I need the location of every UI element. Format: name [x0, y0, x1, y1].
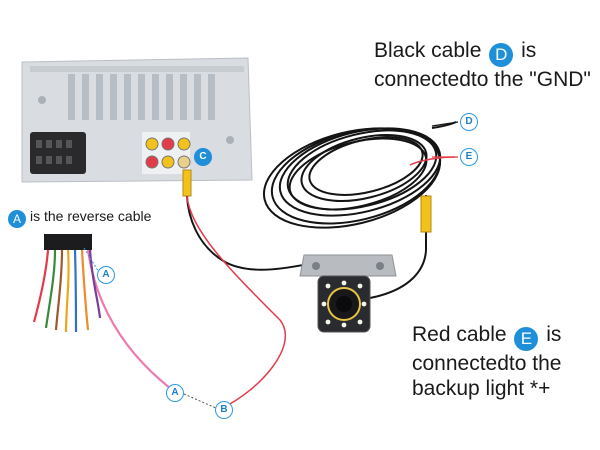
- video-cable-headunit: [182, 169, 331, 409]
- iso-connector: [30, 132, 86, 174]
- coiled-cable: [262, 121, 457, 229]
- red-cable-suffix: is: [546, 323, 562, 346]
- red-cable-line3: backup light *+: [412, 377, 551, 400]
- head-unit: [21, 57, 253, 183]
- marker-a-harness: A: [97, 266, 115, 284]
- marker-b-wire: B: [215, 401, 233, 419]
- backup-camera: [299, 254, 397, 333]
- black-cable-line2: connectedto the "GND": [374, 68, 591, 91]
- connection-link: [183, 393, 217, 409]
- black-cable-caption: Black cable D is connectedto the "GND": [374, 38, 591, 92]
- reverse-cable-text: is the reverse cable: [30, 208, 152, 224]
- black-cable-prefix: Black cable: [374, 39, 482, 62]
- marker-c: C: [194, 148, 212, 166]
- marker-a-wire: A: [166, 384, 184, 402]
- red-cable-prefix: Red cable: [412, 323, 507, 346]
- badge-a: A: [8, 210, 26, 228]
- marker-e: E: [460, 148, 478, 166]
- badge-e: E: [514, 327, 539, 351]
- red-cable-caption: Red cable E is connectedto the backup li…: [412, 322, 561, 401]
- red-cable-line2: connectedto the: [412, 352, 562, 375]
- black-cable-suffix: is: [521, 39, 537, 62]
- rca-jacks: [142, 132, 191, 174]
- marker-d: D: [460, 113, 478, 131]
- camera-connector: [369, 195, 432, 299]
- reverse-harness: [32, 234, 176, 393]
- badge-d: D: [489, 43, 514, 67]
